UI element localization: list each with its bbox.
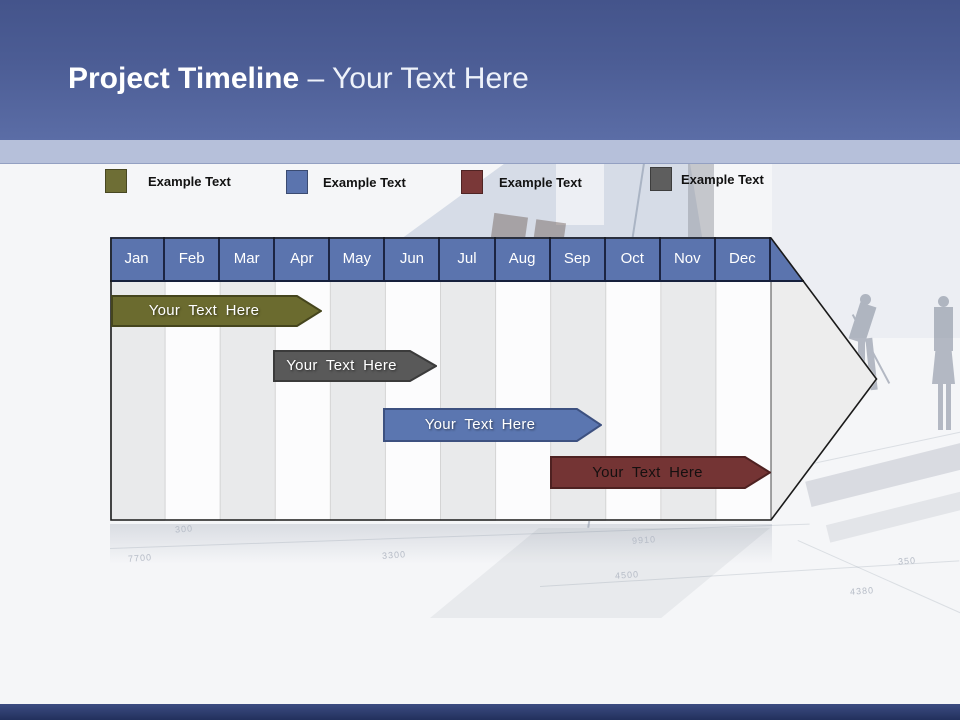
background-person-standing: [928, 296, 960, 436]
slide-header: [0, 0, 960, 140]
legend-swatch-olive: [105, 169, 127, 193]
legend-swatch-blue: [286, 170, 308, 194]
gantt-bar-blue[interactable]: Your Text Here: [383, 408, 602, 442]
month-column: [495, 281, 551, 521]
gantt-bar-label: Your Text Here: [424, 416, 536, 433]
footer-bar: [0, 704, 960, 720]
gantt-bar-maroon[interactable]: Your Text Here: [550, 456, 771, 489]
gantt-bar-gray[interactable]: Your Text Here: [273, 350, 437, 382]
blueprint-number: 350: [897, 555, 917, 567]
header-accent-band: [0, 140, 960, 164]
month-column: [440, 281, 496, 521]
timeline-reflection: [110, 524, 772, 564]
legend-label: Example Text: [323, 175, 406, 190]
legend-swatch-gray: [650, 167, 672, 191]
arrow-reflection: [430, 528, 770, 618]
month-header-cell: Sep: [551, 237, 606, 281]
title-bold-part: Project Timeline: [68, 62, 300, 95]
page-title: Project Timeline – Your Text Here: [68, 62, 529, 96]
gantt-bar-label: Your Text Here: [592, 464, 703, 481]
month-header-cell: Oct: [606, 237, 661, 281]
month-header-cell: Jul: [440, 237, 496, 281]
month-header-cell: May: [330, 237, 386, 281]
legend-label: Example Text: [148, 174, 231, 189]
month-header-cell: Dec: [716, 237, 771, 281]
blueprint-number: 9910: [631, 534, 657, 546]
month-header-cell: Apr: [275, 237, 331, 281]
background-blueprint-line: [110, 523, 810, 549]
blueprint-number: 4500: [614, 569, 640, 581]
month-column: [330, 281, 386, 521]
month-header-cell: Nov: [661, 237, 716, 281]
month-header-cell: Jan: [110, 237, 166, 281]
gantt-bar-label: Your Text Here: [286, 357, 397, 374]
background-house-dormer: [556, 155, 604, 225]
legend-label: Example Text: [681, 172, 764, 187]
gantt-bar-olive[interactable]: Your Text Here: [111, 295, 322, 327]
blueprint-number: 3300: [381, 549, 407, 561]
month-header-cell: Mar: [220, 237, 276, 281]
title-rest-part: – Your Text Here: [307, 62, 529, 95]
legend-label: Example Text: [499, 175, 582, 190]
month-column: [385, 281, 441, 521]
month-header-cell: Feb: [165, 237, 221, 281]
blueprint-number: 4380: [849, 585, 875, 597]
blueprint-number: 300: [174, 523, 194, 535]
blueprint-number: 7700: [127, 552, 153, 564]
background-blueprint-line: [797, 540, 960, 619]
month-header-cell: Aug: [496, 237, 551, 281]
timeline-grid: [110, 281, 771, 521]
background-blueprint-line: [540, 560, 960, 587]
month-header-cell: Jun: [385, 237, 441, 281]
legend-swatch-maroon: [461, 170, 483, 194]
gantt-bar-label: Your Text Here: [148, 302, 260, 319]
